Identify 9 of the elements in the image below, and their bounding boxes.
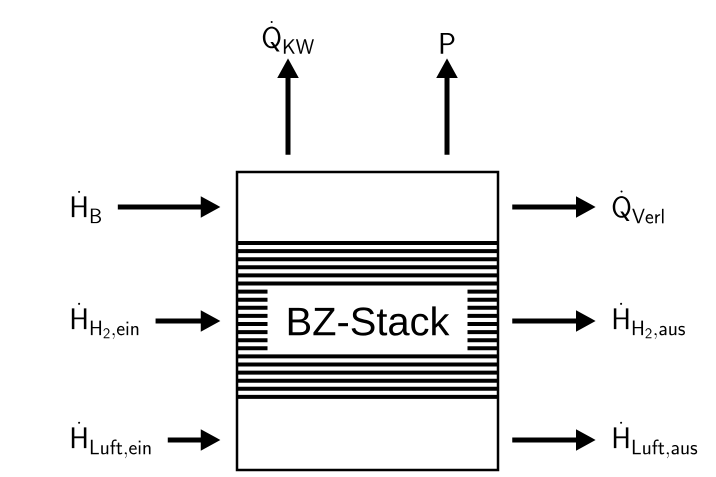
symbol-label: $\dot{\mathsf{H}}_{\mathsf{H_2,aus}}$ xyxy=(614,302,685,340)
symbol-label: $\dot{\mathsf{Q}}_{\mathsf{KW}}$ xyxy=(262,20,314,54)
symbol-label: $\dot{\mathsf{H}}_{\mathsf{B}}$ xyxy=(72,190,101,224)
symbol-label: $\dot{\mathsf{H}}_{\mathsf{H_2,ein}}$ xyxy=(72,302,138,340)
symbol-label: $\dot{\mathsf{Q}}_{\mathsf{Verl}}$ xyxy=(612,190,664,224)
stack-box: BZ-Stack xyxy=(236,170,500,472)
symbol-label: $\mathsf{P}$ xyxy=(440,33,454,54)
symbol-label: $\dot{\mathsf{H}}_{\mathsf{Luft,aus}}$ xyxy=(614,422,698,458)
symbol-label: $\dot{\mathsf{H}}_{\mathsf{Luft,ein}}$ xyxy=(72,422,150,458)
